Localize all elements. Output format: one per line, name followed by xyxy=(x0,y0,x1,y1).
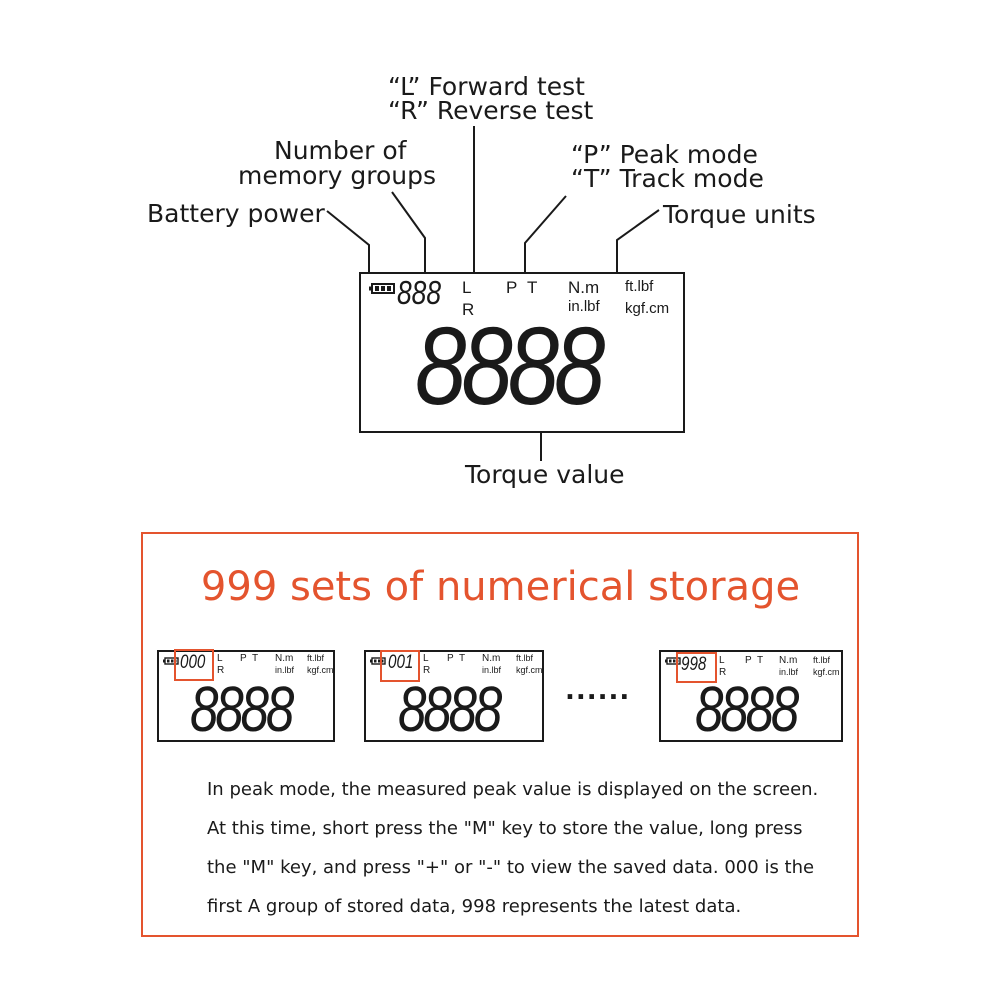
main-lcd-display: 888 L R P T N.m ft.lbf in.lbf kgf.cm 888… xyxy=(359,272,685,433)
p-indicator: P xyxy=(506,278,518,297)
torque-value-digits: 8888 xyxy=(190,673,294,745)
l-indicator: L xyxy=(462,278,472,297)
battery-label: Battery power xyxy=(147,199,325,228)
t-indicator: T xyxy=(459,653,466,664)
unit-kgfcm: kgf.cm xyxy=(625,300,670,317)
unit-ftlbf: ft.lbf xyxy=(307,653,325,663)
unit-nm: N.m xyxy=(568,278,600,297)
r-indicator: R xyxy=(719,667,727,678)
l-indicator: L xyxy=(217,653,223,664)
memory-leader-line xyxy=(391,191,426,273)
unit-kgfcm: kgf.cm xyxy=(813,667,840,677)
units-label: Torque units xyxy=(663,200,816,229)
t-indicator: T xyxy=(527,278,538,297)
unit-nm: N.m xyxy=(482,653,501,664)
ellipsis: ...... xyxy=(565,676,631,706)
memory-display-first: 000 L R P T N.m ft.lbf in.lbf kgf.cm 888… xyxy=(157,650,335,742)
memory-highlight-box xyxy=(676,652,717,683)
l-indicator: L xyxy=(719,655,725,666)
p-indicator: P xyxy=(447,653,454,664)
p-indicator: P xyxy=(240,653,247,664)
r-indicator: R xyxy=(217,665,225,676)
memory-highlight-box xyxy=(380,650,420,682)
unit-ftlbf: ft.lbf xyxy=(625,278,654,295)
pt-label-line1: “P” Peak mode xyxy=(571,140,758,169)
memory-digits: 998 xyxy=(681,654,707,675)
r-indicator: R xyxy=(423,665,431,676)
unit-ftlbf: ft.lbf xyxy=(813,655,831,665)
memory-label-line2: memory groups xyxy=(238,161,437,190)
pt-leader-line xyxy=(524,195,567,273)
unit-ftlbf: ft.lbf xyxy=(516,653,534,663)
t-indicator: T xyxy=(252,653,259,664)
unit-inlbf: in.lbf xyxy=(275,665,295,675)
memory-highlight-box xyxy=(174,649,214,681)
lr-label-line2: “R” Reverse test xyxy=(388,96,594,125)
battery-icon xyxy=(370,657,386,665)
unit-nm: N.m xyxy=(779,655,798,666)
memory-display-second: 001 L R P T N.m ft.lbf in.lbf kgf.cm 888… xyxy=(364,650,544,742)
unit-inlbf: in.lbf xyxy=(568,298,600,315)
r-indicator: R xyxy=(462,300,475,319)
unit-kgfcm: kgf.cm xyxy=(516,665,543,675)
storage-panel xyxy=(141,532,859,937)
torque-value-label: Torque value xyxy=(465,460,625,489)
unit-inlbf: in.lbf xyxy=(482,665,502,675)
memory-display-latest: 998 L R P T N.m ft.lbf in.lbf kgf.cm 888… xyxy=(659,650,843,742)
unit-kgfcm: kgf.cm xyxy=(307,665,334,675)
battery-icon xyxy=(369,283,395,294)
memory-digits: 888 xyxy=(397,274,442,311)
torque-value-digits: 8888 xyxy=(398,673,502,745)
lr-label-line1: “L” Forward test xyxy=(388,72,585,101)
unit-nm: N.m xyxy=(275,653,294,664)
p-indicator: P xyxy=(745,655,752,666)
description-line: first A group of stored data, 998 repres… xyxy=(207,896,742,917)
description-line: the "M" key, and press "+" or "-" to vie… xyxy=(207,857,815,878)
memory-digits: 001 xyxy=(388,652,414,673)
description-line: In peak mode, the measured peak value is… xyxy=(207,779,819,800)
torque-value-digits: 8888 xyxy=(695,673,799,745)
unit-inlbf: in.lbf xyxy=(779,667,799,677)
units-leader-line xyxy=(616,209,660,273)
storage-description: In peak mode, the measured peak value is… xyxy=(207,770,827,926)
t-indicator: T xyxy=(757,655,764,666)
storage-title: 999 sets of numerical storage xyxy=(200,564,801,610)
memory-digits: 000 xyxy=(180,652,206,673)
l-indicator: L xyxy=(423,653,429,664)
description-line: At this time, short press the "M" key to… xyxy=(207,818,803,839)
memory-label-line1: Number of xyxy=(274,136,407,165)
pt-label-line2: “T” Track mode xyxy=(571,164,764,193)
battery-leader-line xyxy=(326,210,370,273)
torque-value-digits: 8888 xyxy=(415,305,605,428)
